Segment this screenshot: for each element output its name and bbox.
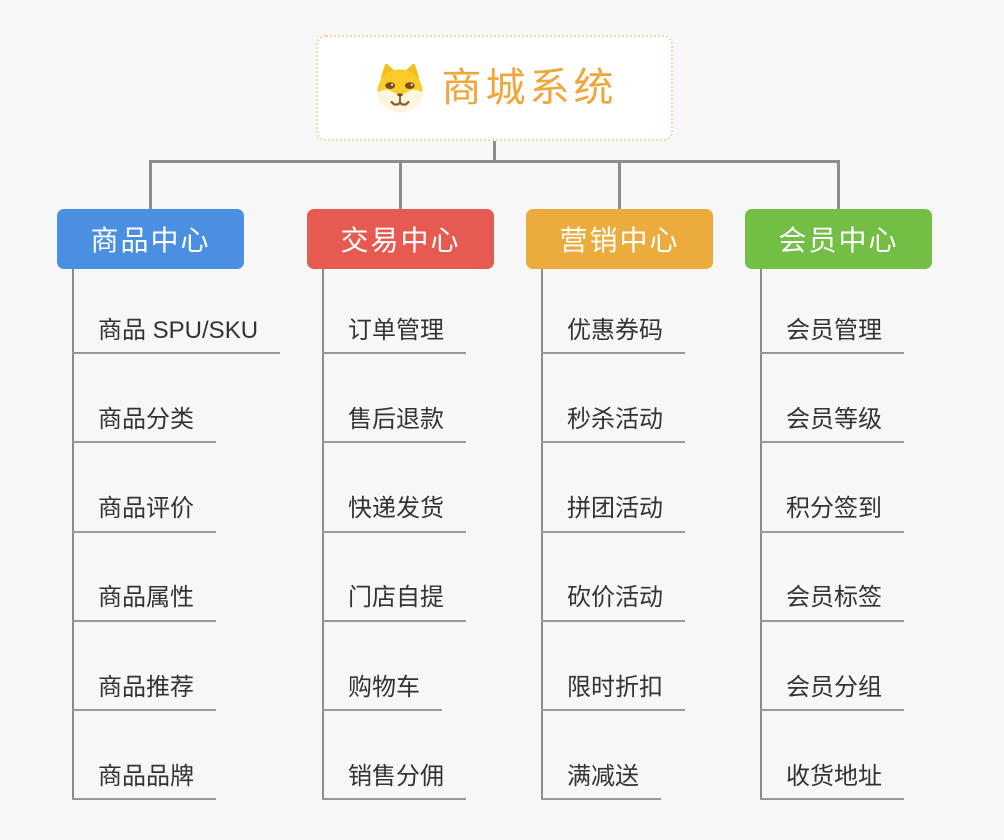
child-node[interactable]: 快递发货 (322, 443, 466, 533)
child-node[interactable]: 商品分类 (72, 354, 216, 444)
child-node[interactable]: 收货地址 (760, 711, 904, 801)
branch-connector-line (72, 269, 74, 800)
branch-product-center: 商品中心 商品 SPU/SKU 商品分类 商品评价 商品属性 商品推荐 商品品牌 (57, 209, 281, 829)
connector-drop-branch-3 (618, 160, 621, 209)
connector-horizontal-line (149, 160, 840, 163)
branch-children: 商品 SPU/SKU 商品分类 商品评价 商品属性 商品推荐 商品品牌 (72, 265, 352, 801)
connector-drop-branch-1 (149, 160, 152, 209)
branch-connector-line (322, 269, 324, 800)
root-title: 商城系统 (441, 66, 618, 110)
child-node[interactable]: 商品评价 (72, 443, 216, 533)
child-node[interactable]: 拼团活动 (541, 443, 685, 533)
branch-header-member-center[interactable]: 会员中心 (745, 209, 932, 269)
connector-drop-branch-2 (399, 160, 402, 209)
branch-children: 会员管理 会员等级 积分签到 会员标签 会员分组 收货地址 (760, 265, 1004, 801)
child-node[interactable]: 秒杀活动 (541, 354, 685, 444)
child-node[interactable]: 会员管理 (760, 265, 904, 355)
branch-header-trade-center[interactable]: 交易中心 (307, 209, 494, 269)
branch-header-product-center[interactable]: 商品中心 (57, 209, 244, 269)
child-node[interactable]: 商品品牌 (72, 711, 216, 801)
child-node[interactable]: 售后退款 (322, 354, 466, 444)
child-node[interactable]: 积分签到 (760, 443, 904, 533)
shiba-dog-icon (372, 61, 428, 115)
child-node[interactable]: 门店自提 (322, 533, 466, 622)
branch-member-center: 会员中心 会员管理 会员等级 积分签到 会员标签 会员分组 收货地址 (745, 209, 932, 829)
branch-marketing-center: 营销中心 优惠券码 秒杀活动 拼团活动 砍价活动 限时折扣 满减送 (526, 209, 713, 829)
child-node[interactable]: 销售分佣 (322, 711, 466, 801)
branch-children: 订单管理 售后退款 快递发货 门店自提 购物车 销售分佣 (322, 265, 602, 801)
connector-root-drop (493, 141, 496, 162)
branch-connector-line (541, 269, 543, 800)
child-node[interactable]: 砍价活动 (541, 533, 685, 622)
connector-drop-branch-4 (837, 160, 840, 209)
child-node[interactable]: 商品属性 (72, 533, 216, 622)
child-node[interactable]: 会员等级 (760, 354, 904, 444)
child-node[interactable]: 优惠券码 (541, 265, 685, 355)
child-node[interactable]: 订单管理 (322, 265, 466, 355)
branch-header-marketing-center[interactable]: 营销中心 (526, 209, 713, 269)
root-node[interactable]: 商城系统 (316, 35, 673, 141)
child-node[interactable]: 商品 SPU/SKU (72, 265, 281, 355)
child-node[interactable]: 会员标签 (760, 533, 904, 622)
child-node[interactable]: 限时折扣 (541, 622, 685, 711)
child-node[interactable]: 购物车 (322, 622, 442, 711)
child-node[interactable]: 会员分组 (760, 622, 904, 711)
branch-children: 优惠券码 秒杀活动 拼团活动 砍价活动 限时折扣 满减送 (541, 265, 821, 801)
child-node[interactable]: 满减送 (541, 711, 661, 801)
branch-trade-center: 交易中心 订单管理 售后退款 快递发货 门店自提 购物车 销售分佣 (307, 209, 494, 829)
child-node[interactable]: 商品推荐 (72, 622, 216, 711)
branch-connector-line (760, 269, 762, 800)
